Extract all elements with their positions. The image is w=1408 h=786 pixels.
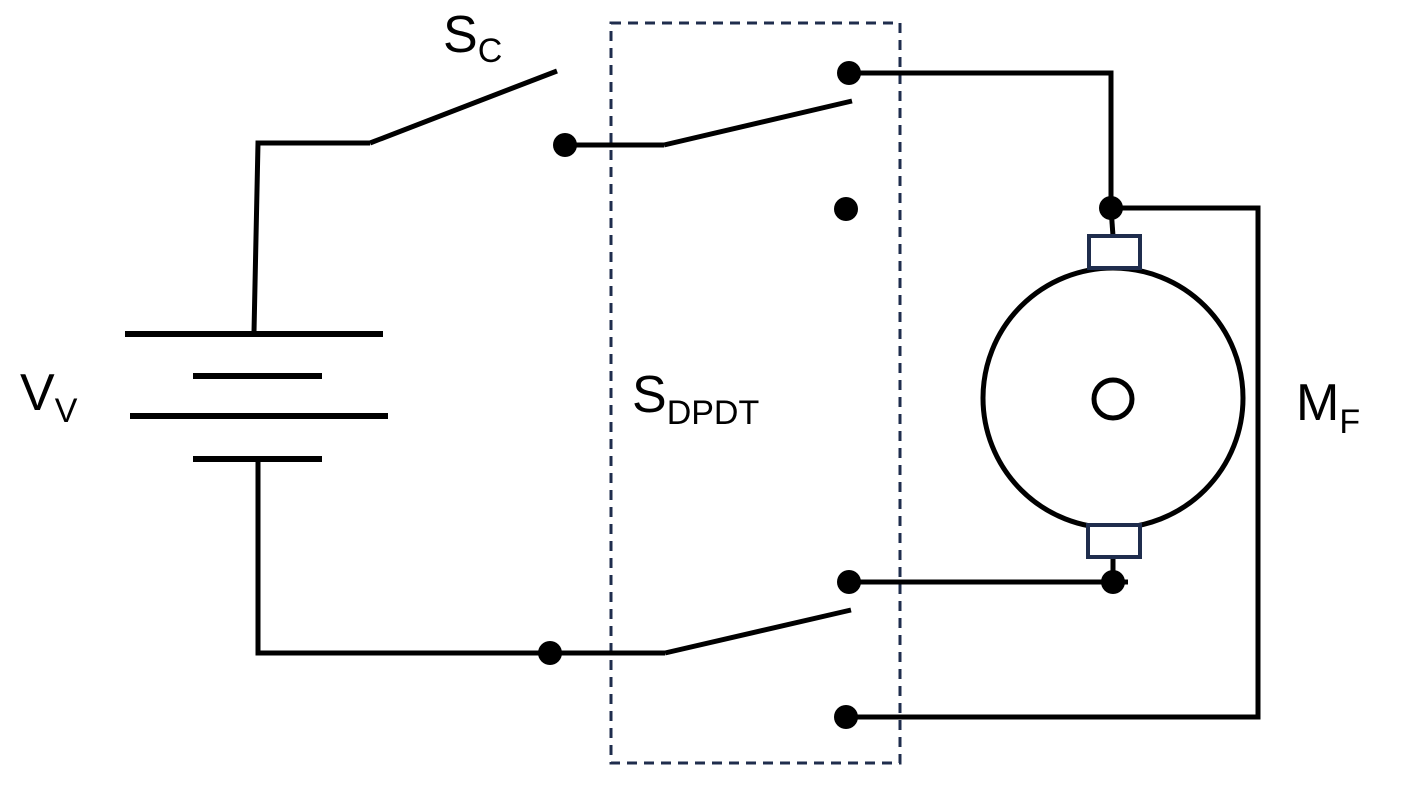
motor-label: MF (1296, 374, 1360, 441)
dpdt-switch-label: SDPDT (632, 366, 759, 432)
dpdt-lower-throw-1-terminal (837, 570, 861, 594)
crossover-wire (846, 205, 1261, 720)
control-switch-blade (369, 68, 558, 146)
upper-output-wire (849, 70, 1114, 208)
motor-brush-bottom (1086, 523, 1142, 559)
motor-brush-top (1087, 234, 1142, 270)
control-switch-label: SC (443, 6, 502, 70)
dpdt-upper-throw-2-terminal (834, 197, 858, 221)
dpdt-lower-common-terminal (538, 641, 562, 665)
motor-top-junction (1099, 196, 1123, 220)
battery-symbol (125, 331, 388, 462)
dpdt-enclosure (609, 21, 902, 765)
motor-shaft (1091, 377, 1135, 421)
motor-symbol (980, 234, 1246, 559)
battery-positive-wire (251, 140, 370, 333)
motor-bottom-junction (1101, 570, 1125, 594)
battery-label: VV (20, 364, 78, 430)
dpdt-upper-blade (663, 98, 853, 148)
battery-negative-wire (255, 460, 550, 656)
dpdt-upper-common-terminal (553, 133, 577, 157)
dpdt-lower-blade (664, 607, 852, 656)
dpdt-upper-throw-1-terminal (837, 61, 861, 85)
dpdt-lower-throw-2-terminal (834, 705, 858, 729)
